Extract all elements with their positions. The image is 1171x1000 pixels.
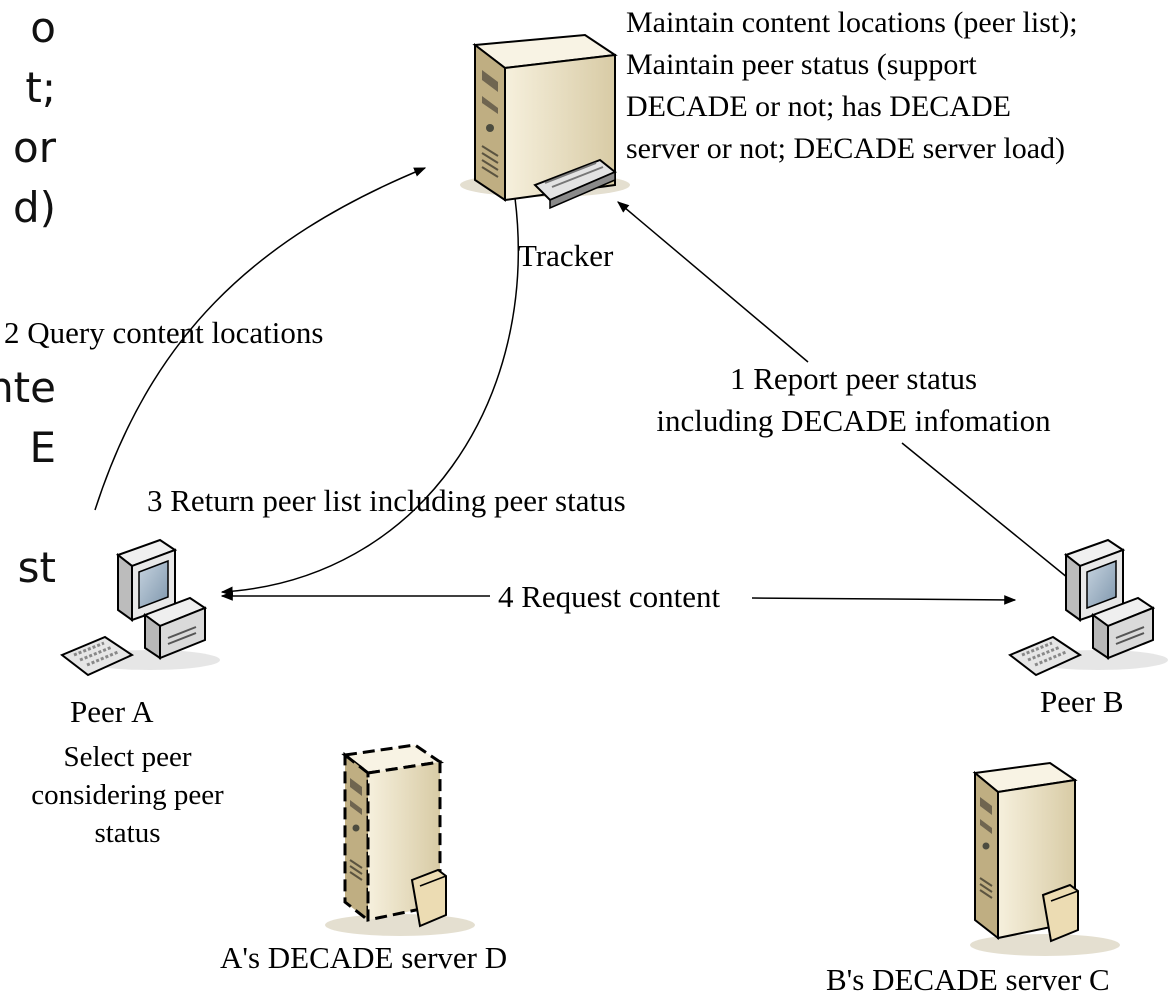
tracker-notes: Maintain content locations (peer list); … [626,2,1078,170]
server-d-label: A's DECADE server D [220,940,508,975]
side-line: nte [0,363,56,412]
side-line [0,478,56,538]
side-line: d) [12,183,56,232]
tracker-note-line: DECADE or not; has DECADE [626,90,1011,123]
peer-a-computer-icon [60,538,220,677]
server-c-label: B's DECADE server C [826,962,1110,997]
side-line: t; [25,63,56,112]
peer-a-note-line: considering peer [31,779,224,811]
server-c-icon [970,761,1120,956]
peer-a-note-line: status [94,817,161,849]
return-label: 3 Return peer list including peer status [147,483,626,518]
side-line: st [17,543,56,592]
peer-b-label: Peer B [1040,684,1124,719]
report-line-lower [901,442,1069,579]
tracker-note-line: Maintain content locations (peer list); [626,6,1078,39]
server-d-icon [325,743,475,936]
side-line [0,238,56,298]
tracker-server-icon [460,33,630,210]
clipped-side-text: o t; or d) nte E st [0,0,56,598]
side-line: E [29,423,56,472]
report-label-line: 1 Report peer status [729,361,978,396]
peer-b-computer-icon [1008,538,1168,677]
query-arrow [94,167,427,511]
report-label: 1 Report peer status including DECADE in… [616,358,1091,442]
return-arrow [220,197,520,597]
tracker-note-line: server or not; DECADE server load) [626,132,1066,165]
query-label: 2 Query content locations [4,315,324,350]
peer-a-note: Select peer considering peer status [0,738,255,852]
report-label-line: including DECADE infomation [656,403,1051,438]
peer-a-label: Peer A [70,694,154,729]
side-line: o [30,3,56,52]
side-line: or [13,123,56,172]
tracker-note-line: Maintain peer status (support [626,48,977,81]
tracker-label: Tracker [518,238,614,273]
request-label: 4 Request content [494,577,725,617]
request-arrow-right [751,595,1017,605]
peer-a-note-line: Select peer [63,741,192,773]
report-arrow-upper [617,201,809,363]
